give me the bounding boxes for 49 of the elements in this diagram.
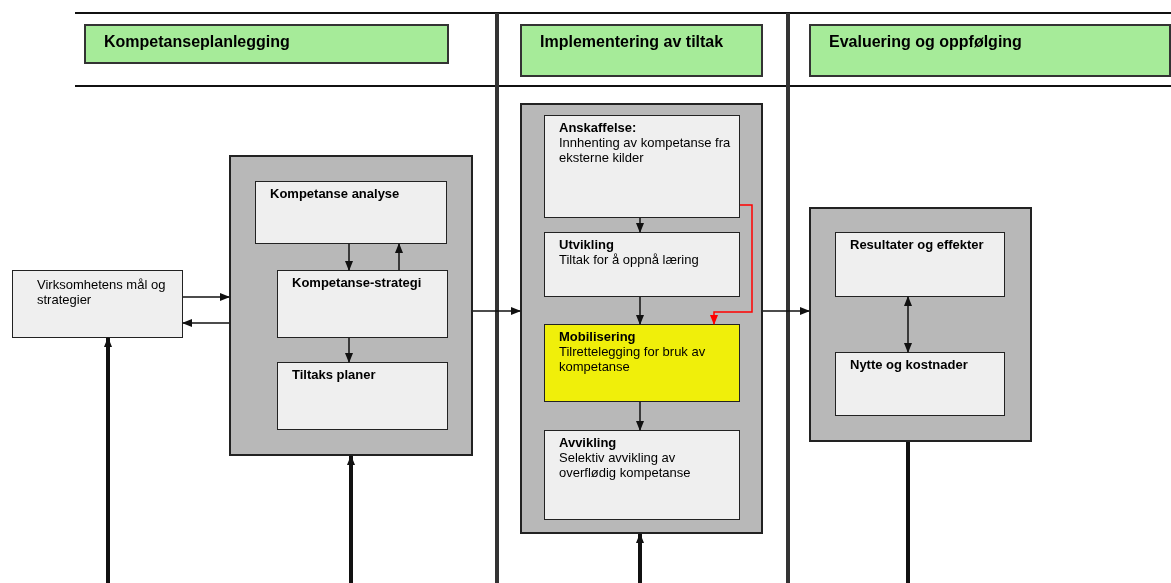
box-heading: Utvikling xyxy=(559,237,615,252)
process-box xyxy=(544,115,740,218)
header-text: Implementering av tiltak xyxy=(540,32,725,51)
box-heading: Resultater og effekter xyxy=(850,237,985,252)
arrow xyxy=(472,307,521,315)
header-text: Kompetanseplanlegging xyxy=(104,32,291,51)
stage-header xyxy=(84,24,449,64)
box-heading: Tiltaks planer xyxy=(292,367,377,382)
arrow xyxy=(345,243,353,271)
box-text: Selektiv avvikling av overflødig kompetanse xyxy=(559,450,692,480)
connector-line xyxy=(906,442,910,583)
process-box xyxy=(835,352,1005,416)
box-heading: Mobilisering xyxy=(559,329,637,344)
box-heading: Avvikling xyxy=(559,435,618,450)
box-text: Innhenting av kompetanse fra eksterne kilder xyxy=(559,135,731,165)
box-heading: Nytte og kostnader xyxy=(850,357,969,372)
arrow xyxy=(182,293,230,301)
arrow xyxy=(710,204,753,325)
arrow xyxy=(636,296,644,325)
arrow xyxy=(636,217,644,233)
process-box xyxy=(255,181,447,244)
process-box xyxy=(835,232,1005,297)
box-text: Tiltak for å oppnå læring xyxy=(559,252,700,267)
process-box xyxy=(277,270,448,338)
arrow xyxy=(636,401,644,431)
process-box xyxy=(277,362,448,430)
arrow xyxy=(762,307,810,315)
box-heading: Kompetanse-strategi xyxy=(292,275,423,290)
arrow xyxy=(904,296,912,353)
process-box xyxy=(544,232,740,297)
group-panel xyxy=(520,103,763,534)
box-text: Tilrettelegging for bruk av kompetanse xyxy=(559,344,707,374)
stage-header xyxy=(809,24,1171,77)
process-box xyxy=(12,270,183,338)
arrow xyxy=(182,319,230,327)
box-heading: Anskaffelse: xyxy=(559,120,638,135)
arrow xyxy=(395,243,403,271)
header-text: Evaluering og oppfølging xyxy=(829,32,1023,51)
group-panel xyxy=(809,207,1032,442)
arrow xyxy=(345,337,353,363)
group-panel xyxy=(229,155,473,456)
box-heading: Virksomhetens mål og strategier xyxy=(37,277,167,307)
process-box xyxy=(544,430,740,520)
arrow xyxy=(347,455,355,583)
arrow xyxy=(104,337,112,583)
box-heading: Kompetanse analyse xyxy=(270,186,401,201)
arrow xyxy=(636,533,644,583)
stage-header xyxy=(520,24,763,77)
highlighted-box xyxy=(544,324,740,402)
